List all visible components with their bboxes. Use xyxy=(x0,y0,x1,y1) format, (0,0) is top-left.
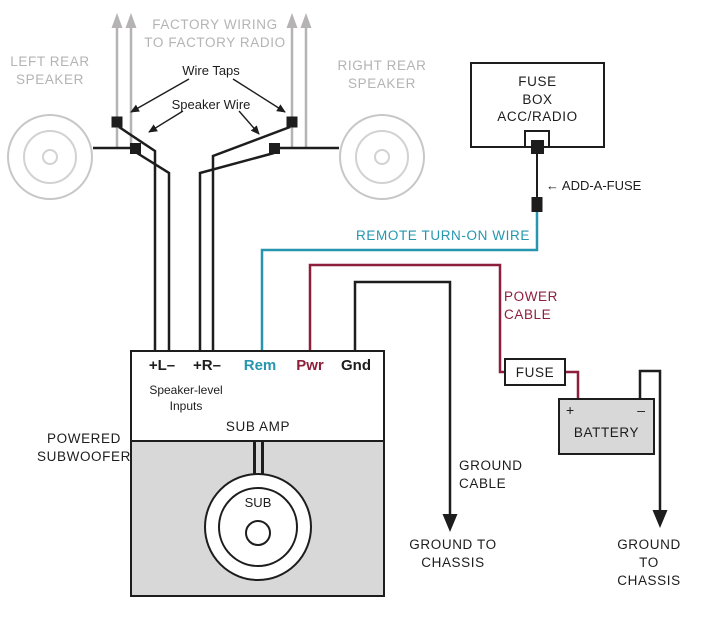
factory-wiring-lines xyxy=(115,28,308,148)
right-rear-speaker xyxy=(339,114,425,200)
sub-speaker: SUB xyxy=(204,473,312,581)
powered-subwoofer-box: +L– +R– Rem Pwr Gnd Speaker-level Inputs… xyxy=(130,350,385,597)
sub-wire-lead-1 xyxy=(253,442,256,475)
left-rear-speaker xyxy=(7,114,93,200)
power-cable-wire xyxy=(308,263,504,374)
right-speaker-label: RIGHT REAR SPEAKER xyxy=(337,58,427,91)
speaker-dust-cap xyxy=(42,149,58,165)
power-cable-label: POWER CABLE xyxy=(504,289,559,322)
amp-ground-chassis-label: GROUND TO CHASSIS xyxy=(409,537,497,570)
battery-ground-arrow xyxy=(652,510,668,528)
sub-amp-label: SUB AMP xyxy=(225,419,291,434)
powered-subwoofer-label: POWERED SUBWOOFER xyxy=(37,431,131,464)
sub-label: SUB xyxy=(244,495,272,510)
remote-turn-on-wire xyxy=(260,212,539,350)
wire-tap-connectors xyxy=(111,116,298,154)
add-a-fuse-label: ← ADD-A-FUSE xyxy=(546,178,642,193)
terminal-right-input: +R– xyxy=(193,357,221,374)
factory-wiring-label: FACTORY WIRING TO FACTORY RADIO xyxy=(144,17,286,50)
ground-cable-label: GROUND CABLE xyxy=(459,458,523,491)
fuse-to-battery-wire xyxy=(566,370,580,398)
terminal-ground: Gnd xyxy=(341,357,371,374)
battery: + – BATTERY xyxy=(558,398,655,455)
speaker-wires xyxy=(93,125,339,350)
battery-minus-terminal: – xyxy=(637,402,645,418)
battery-plus-terminal: + xyxy=(566,402,575,418)
speaker-cone xyxy=(23,130,77,184)
ground-cable-wire xyxy=(353,280,452,516)
sub-wire-lead-2 xyxy=(261,442,264,475)
inline-fuse-holder xyxy=(531,197,543,212)
battery-ground-chassis-label: GROUND TO CHASSIS xyxy=(617,537,681,588)
speaker-level-inputs-label: Speaker-level Inputs xyxy=(149,383,223,413)
left-speaker-label: LEFT REAR SPEAKER xyxy=(10,54,90,87)
terminal-left-input: +L– xyxy=(148,357,176,374)
label-pointer-arrows xyxy=(130,78,286,135)
speaker-dust-cap xyxy=(374,149,390,165)
fuse-label: FUSE xyxy=(515,365,555,380)
inline-fuse: FUSE xyxy=(504,358,566,386)
acc-radio-label: ACC/RADIO xyxy=(497,109,578,124)
speaker-wire-label: Speaker Wire xyxy=(171,97,251,112)
sub-dust-cap xyxy=(245,520,271,546)
terminal-power: Pwr xyxy=(296,357,324,374)
remote-turn-on-wire-label: REMOTE TURN-ON WIRE xyxy=(356,228,530,243)
factory-wiring-arrowheads xyxy=(111,13,312,28)
battery-label: BATTERY xyxy=(573,425,640,440)
battery-ground-wire xyxy=(638,369,662,512)
add-a-fuse-tap xyxy=(531,140,544,154)
sub-speaker-cone xyxy=(218,487,298,567)
ground-cable-arrow xyxy=(442,514,458,532)
wire-taps-label: Wire Taps xyxy=(182,63,240,78)
speaker-cone xyxy=(355,130,409,184)
terminal-remote: Rem xyxy=(243,357,277,374)
fuse-box-title: FUSE BOX xyxy=(518,74,557,107)
